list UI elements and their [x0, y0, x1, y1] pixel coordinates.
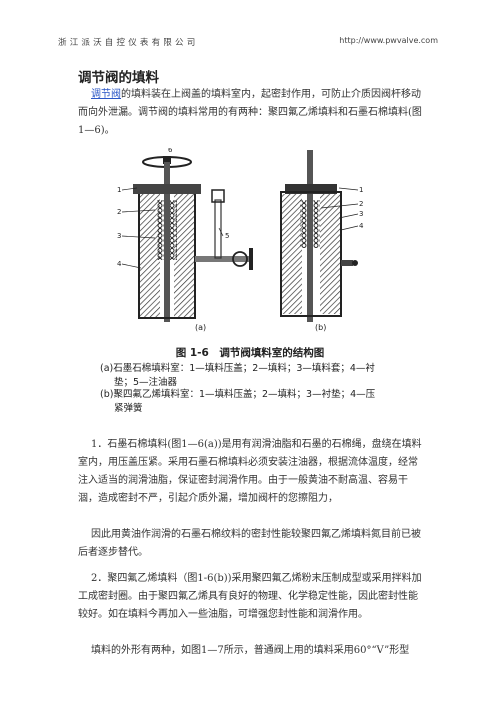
page-header: 浙江派沃自控仪表有限公司 http://www.pwvalve.com: [58, 36, 438, 50]
callout-a-4: 4: [117, 260, 122, 268]
svg-text:6: 6: [168, 148, 173, 154]
callout-b-3: 3: [359, 210, 363, 218]
intro-text: 的填料装在上阀盖的填料室内，起密封作用，可防止介质因阀杆移动而向外泄漏。调节阀的…: [78, 89, 422, 136]
figure-caption-a: (a)石墨石棉填料室：1—填料压盖；2—填料；3—填料套；4—衬 垫；5—注油器: [100, 362, 400, 390]
paragraph-graphite-asbestos: 1．石墨石棉填料(图1—6(a))是用有润滑油脂和石墨的石棉绳，盘绕在填料室内，…: [78, 439, 422, 504]
callout-a-3: 3: [117, 232, 121, 240]
paragraph-ptfe: 2．聚四氟乙烯填料（图1-6(b))采用聚四氟乙烯粉末压制成型或采用拌料加工成密…: [78, 573, 422, 620]
figure-b-drawing: [280, 150, 358, 322]
caption-a-line-2: 垫；5—注油器: [114, 377, 178, 388]
caption-b-line-2: 紧弹簧: [114, 403, 143, 414]
figure-caption-b: (b)聚四氟乙烯填料室：1—填料压盖；2—填料；3—衬垫；4—压 紧弹簧: [100, 388, 400, 416]
callout-b-2: 2: [359, 200, 363, 208]
callout-b-1: 1: [359, 186, 363, 194]
callout-a-5: 5: [225, 232, 229, 240]
callout-a-1: 1: [117, 186, 121, 194]
callout-b-4: 4: [359, 222, 364, 230]
caption-a-line-1: (a)石墨石棉填料室：1—填料压盖；2—填料；3—填料套；4—衬: [100, 363, 375, 374]
callout-a-2: 2: [117, 208, 121, 216]
figure-a-drawing: 6: [133, 148, 253, 322]
figure-label-b: (b): [315, 323, 326, 332]
figure-caption-title: 图 1-6 调节阀填料室的结构图: [175, 347, 325, 359]
paragraph-packing-shape: 填料的外形有两种，如图1—7所示，普通阀上用的填料采用60°“V”形型: [91, 645, 410, 656]
paragraph-replacement: 因此用黄油作润滑的石墨石棉纹料的密封性能较聚四氟乙烯填料氮目前已被后者逐步替代。: [78, 529, 421, 558]
caption-b-line-1: (b)聚四氟乙烯填料室：1—填料压盖；2—填料；3—衬垫；4—压: [100, 389, 376, 400]
company-name: 浙江派沃自控仪表有限公司: [58, 38, 199, 48]
control-valve-link[interactable]: 调节阀: [91, 89, 121, 100]
website-url[interactable]: http://www.pwvalve.com: [339, 36, 438, 45]
figure-label-a: (a): [195, 323, 206, 332]
intro-paragraph: 调节阀的填料装在上阀盖的填料室内，起密封作用，可防止介质因阀杆移动而向外泄漏。调…: [78, 86, 424, 140]
packing-chamber-figure: 6 1 2 3 4 5 1 2 3 4 (a): [117, 148, 364, 332]
page-title: 调节阀的填料: [78, 70, 159, 86]
